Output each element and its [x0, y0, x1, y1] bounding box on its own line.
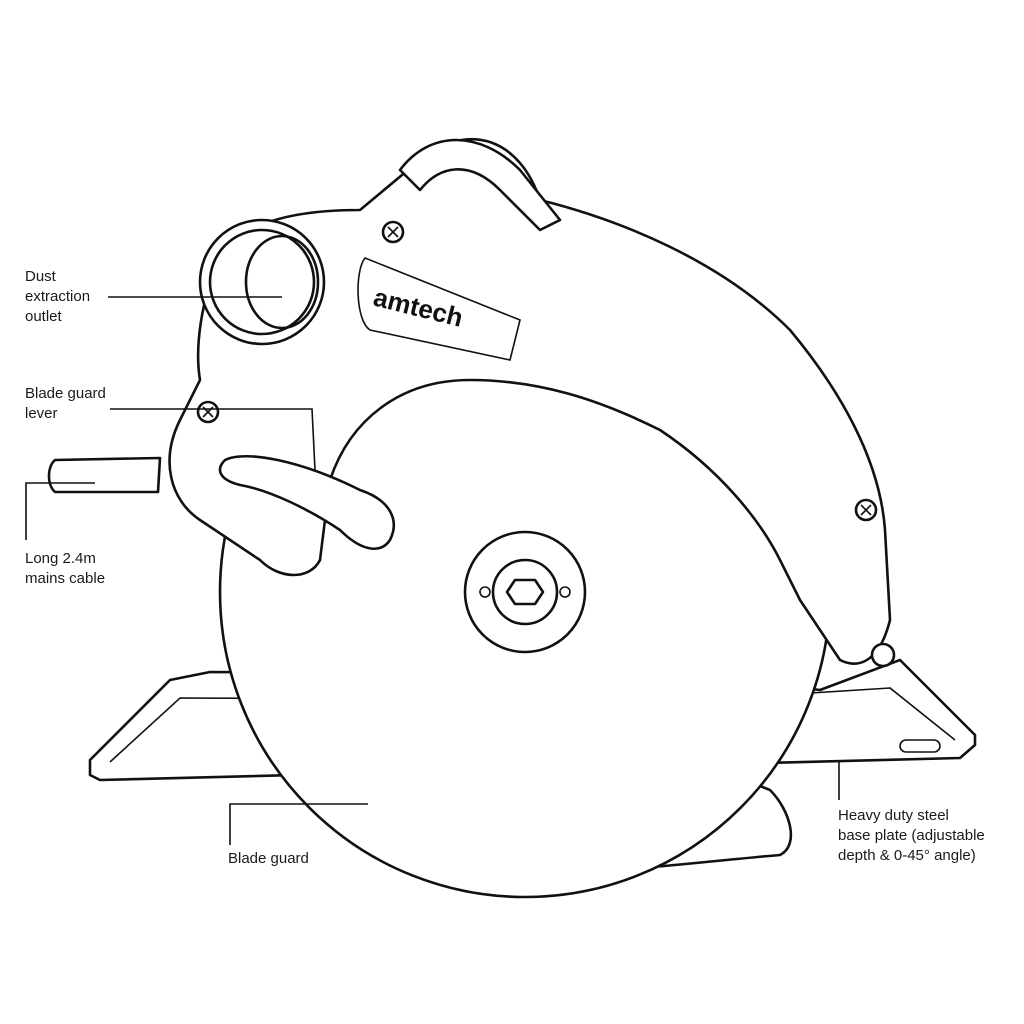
label-line: extraction: [25, 288, 91, 305]
handle: [398, 138, 562, 232]
depth-knob: [870, 642, 896, 668]
screw: [196, 400, 220, 424]
leader-lever: [110, 408, 316, 471]
leader-cable: [25, 482, 95, 540]
label-line: lever: [25, 405, 58, 422]
screw: [381, 220, 405, 244]
label-line: Blade guard: [228, 850, 309, 867]
leader-guard: [229, 803, 368, 845]
label-base-plate: Heavy duty steel base plate (adjustable …: [838, 806, 985, 866]
arbor-bolt: [505, 578, 545, 606]
label-line: depth & 0-45° angle): [838, 847, 976, 864]
blade-guard-lever: [218, 454, 396, 550]
screw: [854, 498, 878, 522]
label-line: Dust: [25, 268, 56, 285]
brand-plate: [357, 257, 521, 361]
label-dust-extraction: Dust extraction outlet: [25, 267, 90, 327]
label-line: Blade guard: [25, 385, 106, 402]
label-line: mains cable: [25, 570, 106, 587]
label-line: Long 2.4m: [25, 550, 96, 567]
label-blade-guard: Blade guard: [228, 849, 309, 869]
mains-cable: [47, 456, 162, 494]
motor-housing: [168, 137, 892, 665]
label-blade-guard-lever: Blade guard lever: [25, 384, 106, 424]
label-mains-cable: Long 2.4m mains cable: [25, 549, 105, 589]
plate-slot: [899, 739, 941, 753]
label-line: Heavy duty steel: [838, 807, 949, 824]
label-line: base plate (adjustable: [838, 827, 985, 844]
dust-outlet-outer: [198, 218, 326, 346]
label-line: outlet: [25, 308, 62, 325]
